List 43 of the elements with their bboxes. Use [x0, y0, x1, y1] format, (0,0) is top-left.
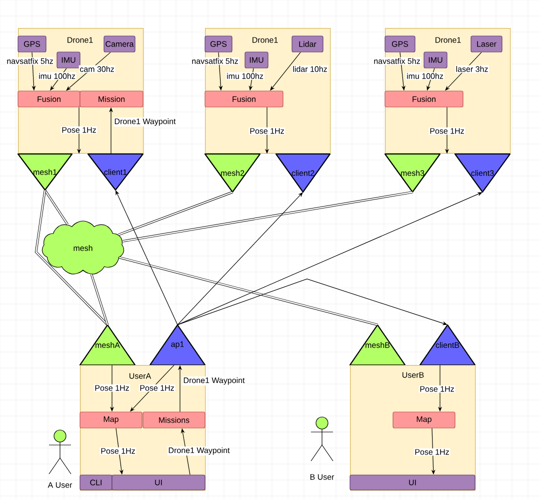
triangle: ap1 — [149, 324, 206, 366]
process-box: Fusion — [18, 90, 80, 108]
sensor-box: UI — [350, 474, 476, 490]
sensor-box: IMU — [244, 52, 268, 68]
process-box: Fusion — [204, 90, 284, 108]
connector-line — [34, 190, 108, 326]
process-box: Missions — [142, 412, 206, 428]
sensor-box: Lidar — [292, 36, 324, 52]
arrow — [177, 278, 448, 326]
triangle: mesh1 — [17, 153, 73, 191]
arrow — [177, 192, 303, 326]
sensor-box: GPS — [384, 36, 416, 52]
process-box: Fusion — [384, 90, 464, 108]
connector-line — [118, 191, 233, 236]
process-box: Map — [80, 412, 142, 428]
sensor-box: GPS — [204, 36, 232, 52]
sensor-box: Laser — [470, 36, 502, 52]
process-box: Map — [392, 412, 456, 428]
node-label: A User — [48, 482, 72, 488]
arrow — [177, 192, 482, 326]
connector-line — [90, 274, 109, 326]
triangle: meshB — [349, 324, 406, 366]
sensor-box: IMU — [56, 52, 80, 68]
sensor-box: IMU — [424, 52, 448, 68]
triangle: meshA — [79, 324, 136, 366]
triangle: mesh3 — [384, 153, 441, 193]
stick-figure: B User — [310, 416, 334, 480]
triangle: mesh2 — [204, 153, 261, 193]
connector-line — [122, 191, 413, 242]
sensor-box: UI — [112, 474, 206, 490]
connector-line — [118, 256, 378, 326]
sensor-box: GPS — [18, 36, 46, 52]
sensor-box: CLI — [80, 474, 112, 490]
triangle: client2 — [275, 153, 331, 193]
connector-line — [44, 190, 68, 226]
stick-figure: A User — [48, 430, 72, 488]
triangle: client1 — [87, 153, 144, 191]
mesh-cloud: mesh — [42, 220, 124, 274]
triangle: clientB — [419, 324, 476, 366]
sensor-box: Camera — [104, 36, 136, 52]
triangle: client3 — [454, 153, 511, 193]
node-label: B User — [310, 474, 334, 480]
process-box: Mission — [80, 90, 144, 108]
